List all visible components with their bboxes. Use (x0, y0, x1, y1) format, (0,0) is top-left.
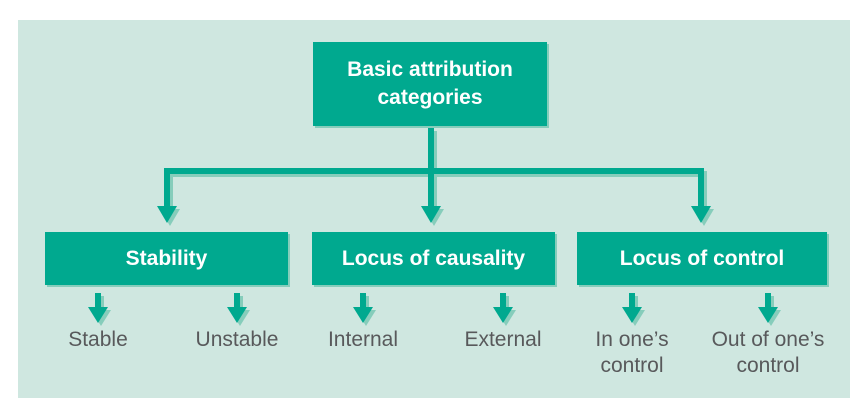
diagram-panel: Basic attribution categories Stability L… (18, 20, 850, 398)
leaf-label-in-ones-control: In one’s control (595, 328, 669, 377)
leaf-label-out-of-ones-control: Out of one’s control (711, 328, 825, 377)
branch-node-locus-of-control: Locus of control (577, 232, 827, 285)
leaf-label-internal: Internal (327, 328, 399, 351)
branch-node-stability: Stability (45, 232, 288, 285)
arrow-shadow-layer (91, 131, 781, 326)
leaf-label-unstable: Unstable (195, 328, 279, 351)
leaf-label-stable: Stable (68, 328, 128, 351)
root-node-label: Basic attribution categories (347, 58, 513, 109)
leaf-label-external: External (464, 328, 542, 351)
branch-node-locus-of-causality: Locus of causality (312, 232, 555, 285)
arrow-main-layer (88, 128, 778, 323)
root-node-basic-attribution-categories: Basic attribution categories (313, 42, 547, 126)
